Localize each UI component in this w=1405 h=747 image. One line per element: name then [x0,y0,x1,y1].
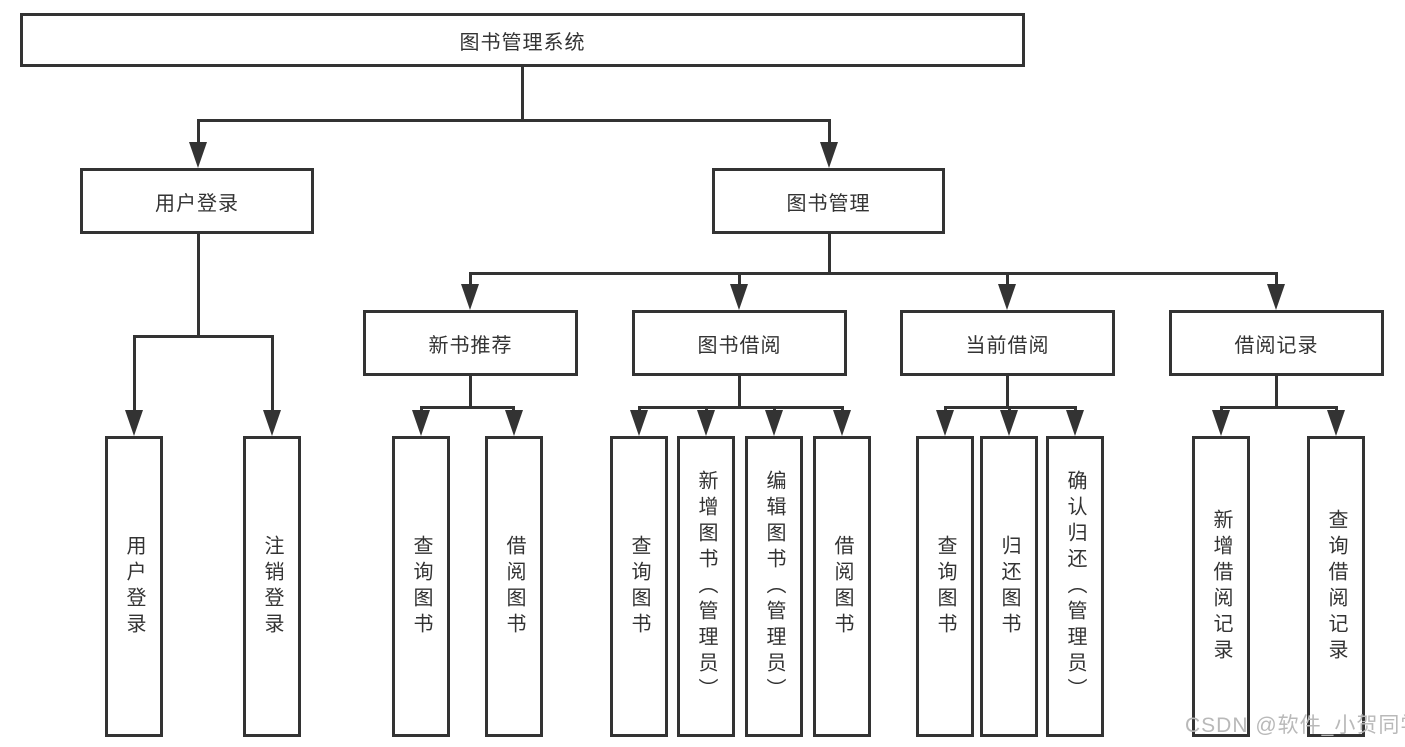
node-user-login-label: 用户登录 [155,192,239,215]
connector-line [828,234,831,272]
leaf-logout: 注销登录 [243,436,301,737]
connector-line [133,335,273,338]
connector-line [738,272,741,286]
leaf-logout-label: 注销登录 [261,534,283,639]
csdn-watermark: CSDN @软件_小贺同学 [1185,714,1405,737]
leaf-query-books-1: 查询图书 [392,436,450,737]
node-book-borrow: 图书借阅 [632,310,847,376]
node-current-borrow-label: 当前借阅 [965,334,1050,357]
node-user-login: 用户登录 [80,168,314,234]
connector-line [197,119,831,122]
connector-line [1221,406,1337,409]
node-book-borrow-label: 图书借阅 [697,334,782,357]
leaf-confirm-return-admin-label: 确认归还（管理员） [1064,469,1086,704]
arrowhead-icon [936,410,954,436]
arrowhead-icon [461,284,479,310]
connector-line [1275,376,1278,406]
node-new-book-recommend-label: 新书推荐 [428,334,513,357]
connector-line [271,335,274,412]
node-borrow-record: 借阅记录 [1169,310,1384,376]
leaf-return-books: 归还图书 [980,436,1038,737]
connector-line [197,234,200,335]
connector-line [639,406,843,409]
arrowhead-icon [189,142,207,168]
arrowhead-icon [833,410,851,436]
leaf-query-books-2-label: 查询图书 [628,534,650,639]
arrowhead-icon [765,410,783,436]
leaf-query-books-2: 查询图书 [610,436,668,737]
leaf-borrow-books-1-label: 借阅图书 [503,534,525,639]
leaf-query-borrow-record: 查询借阅记录 [1307,436,1365,737]
connector-line [469,376,472,406]
arrowhead-icon [1212,410,1230,436]
arrowhead-icon [412,410,430,436]
arrowhead-icon [1000,410,1018,436]
leaf-query-books-1-label: 查询图书 [410,534,432,639]
connector-line [470,272,1277,275]
leaf-add-borrow-record: 新增借阅记录 [1192,436,1250,737]
leaf-return-books-label: 归还图书 [998,534,1020,639]
arrowhead-icon [1066,410,1084,436]
connector-line [469,272,472,286]
connector-line [1006,272,1009,286]
arrowhead-icon [1267,284,1285,310]
leaf-query-books-3: 查询图书 [916,436,974,737]
arrowhead-icon [1327,410,1345,436]
connector-line [521,67,524,119]
leaf-edit-books-admin: 编辑图书（管理员） [745,436,803,737]
connector-line [1275,272,1278,286]
arrowhead-icon [730,284,748,310]
arrowhead-icon [263,410,281,436]
arrowhead-icon [697,410,715,436]
arrowhead-icon [125,410,143,436]
connector-line [197,119,200,144]
arrowhead-icon [998,284,1016,310]
arrowhead-icon [630,410,648,436]
node-root: 图书管理系统 [20,13,1025,67]
arrowhead-icon [505,410,523,436]
leaf-add-books-admin: 新增图书（管理员） [677,436,735,737]
arrowhead-icon [820,142,838,168]
leaf-add-books-admin-label: 新增图书（管理员） [695,469,717,704]
connector-line [828,119,831,144]
leaf-confirm-return-admin: 确认归还（管理员） [1046,436,1104,737]
node-new-book-recommend: 新书推荐 [363,310,578,376]
leaf-user-login: 用户登录 [105,436,163,737]
connector-line [738,376,741,406]
leaf-edit-books-admin-label: 编辑图书（管理员） [763,469,785,704]
node-book-management: 图书管理 [712,168,945,234]
connector-line [421,406,515,409]
leaf-borrow-books-2-label: 借阅图书 [831,534,853,639]
leaf-query-borrow-record-label: 查询借阅记录 [1325,508,1347,665]
leaf-add-borrow-record-label: 新增借阅记录 [1210,508,1232,665]
leaf-query-books-3-label: 查询图书 [934,534,956,639]
node-root-label: 图书管理系统 [459,31,586,54]
node-book-management-label: 图书管理 [786,192,871,215]
node-current-borrow: 当前借阅 [900,310,1115,376]
connector-line [1006,376,1009,406]
leaf-borrow-books-1: 借阅图书 [485,436,543,737]
connector-line [133,335,136,412]
leaf-user-login-label: 用户登录 [123,534,145,639]
node-borrow-record-label: 借阅记录 [1234,334,1319,357]
leaf-borrow-books-2: 借阅图书 [813,436,871,737]
